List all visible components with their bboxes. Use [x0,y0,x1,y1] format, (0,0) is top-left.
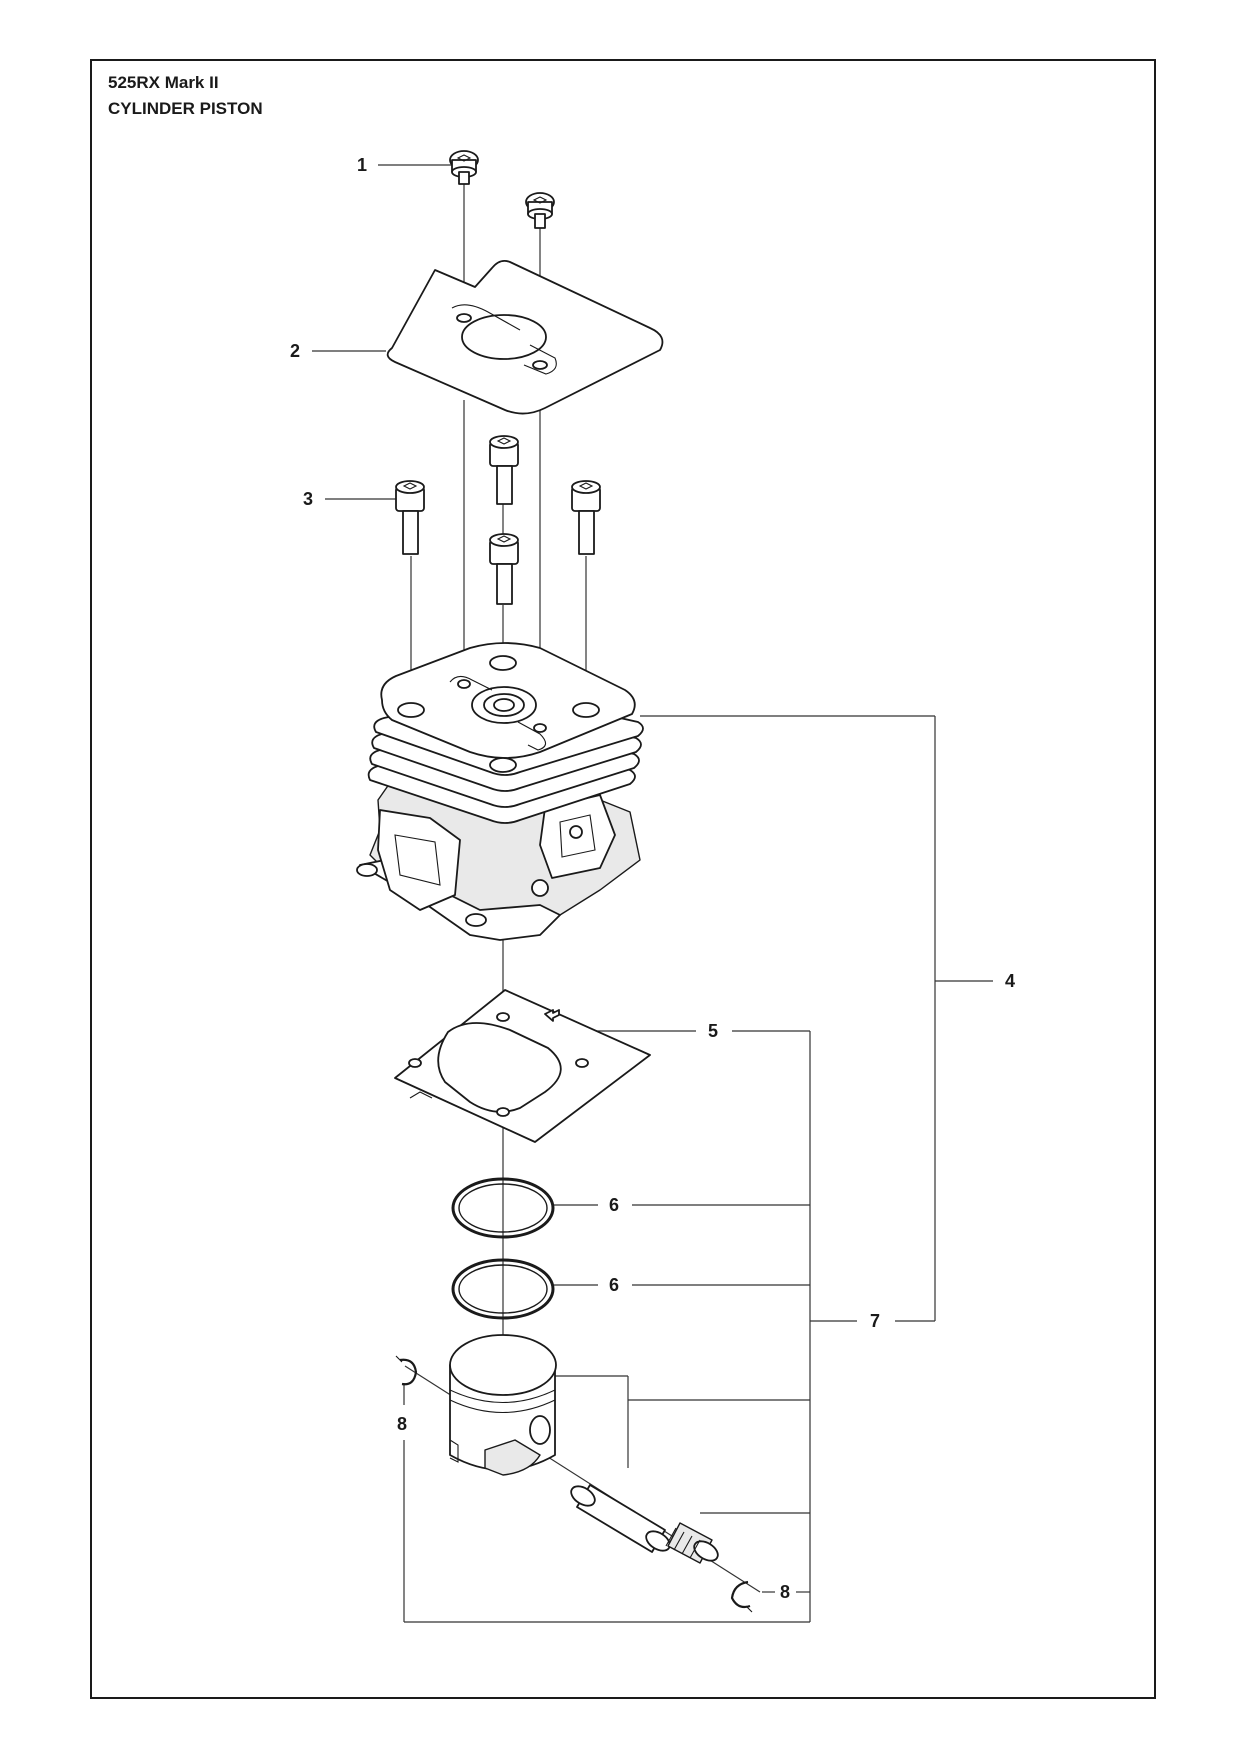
callout-5: 5 [708,1021,718,1041]
callout-2: 2 [290,341,300,361]
cylinder-cover-plate [386,259,664,415]
cylinder [356,642,644,941]
cylinder-base-gasket [394,989,651,1143]
piston-ring-lower [451,1258,555,1320]
piston-pin [570,1484,671,1553]
callout-8-left: 8 [397,1414,407,1434]
model-title: 525RX Mark II [108,73,219,92]
cylinder-bolt-3 [571,480,601,555]
callout-6-upper: 6 [609,1195,619,1215]
callout-1: 1 [357,155,367,175]
cylinder-bolt-4 [489,533,519,605]
torx-screw-small-1 [449,150,479,185]
page-frame [90,59,1156,1699]
cylinder-bolt-1 [395,480,425,555]
callout-4: 4 [1005,971,1015,991]
piston [449,1334,557,1476]
piston-ring-upper [451,1177,555,1239]
circlip-right [730,1580,753,1613]
needle-bearing [665,1522,719,1564]
callout-3: 3 [303,489,313,509]
section-title: CYLINDER PISTON [108,99,263,118]
torx-screw-small-2 [525,192,555,229]
circlip-left [395,1355,418,1386]
callout-8-right: 8 [780,1582,790,1602]
callout-6-lower: 6 [609,1275,619,1295]
callout-labels: 1 2 3 4 5 6 6 7 8 8 [290,155,1015,1602]
cylinder-bolt-2 [489,435,519,505]
callout-7: 7 [870,1311,880,1331]
